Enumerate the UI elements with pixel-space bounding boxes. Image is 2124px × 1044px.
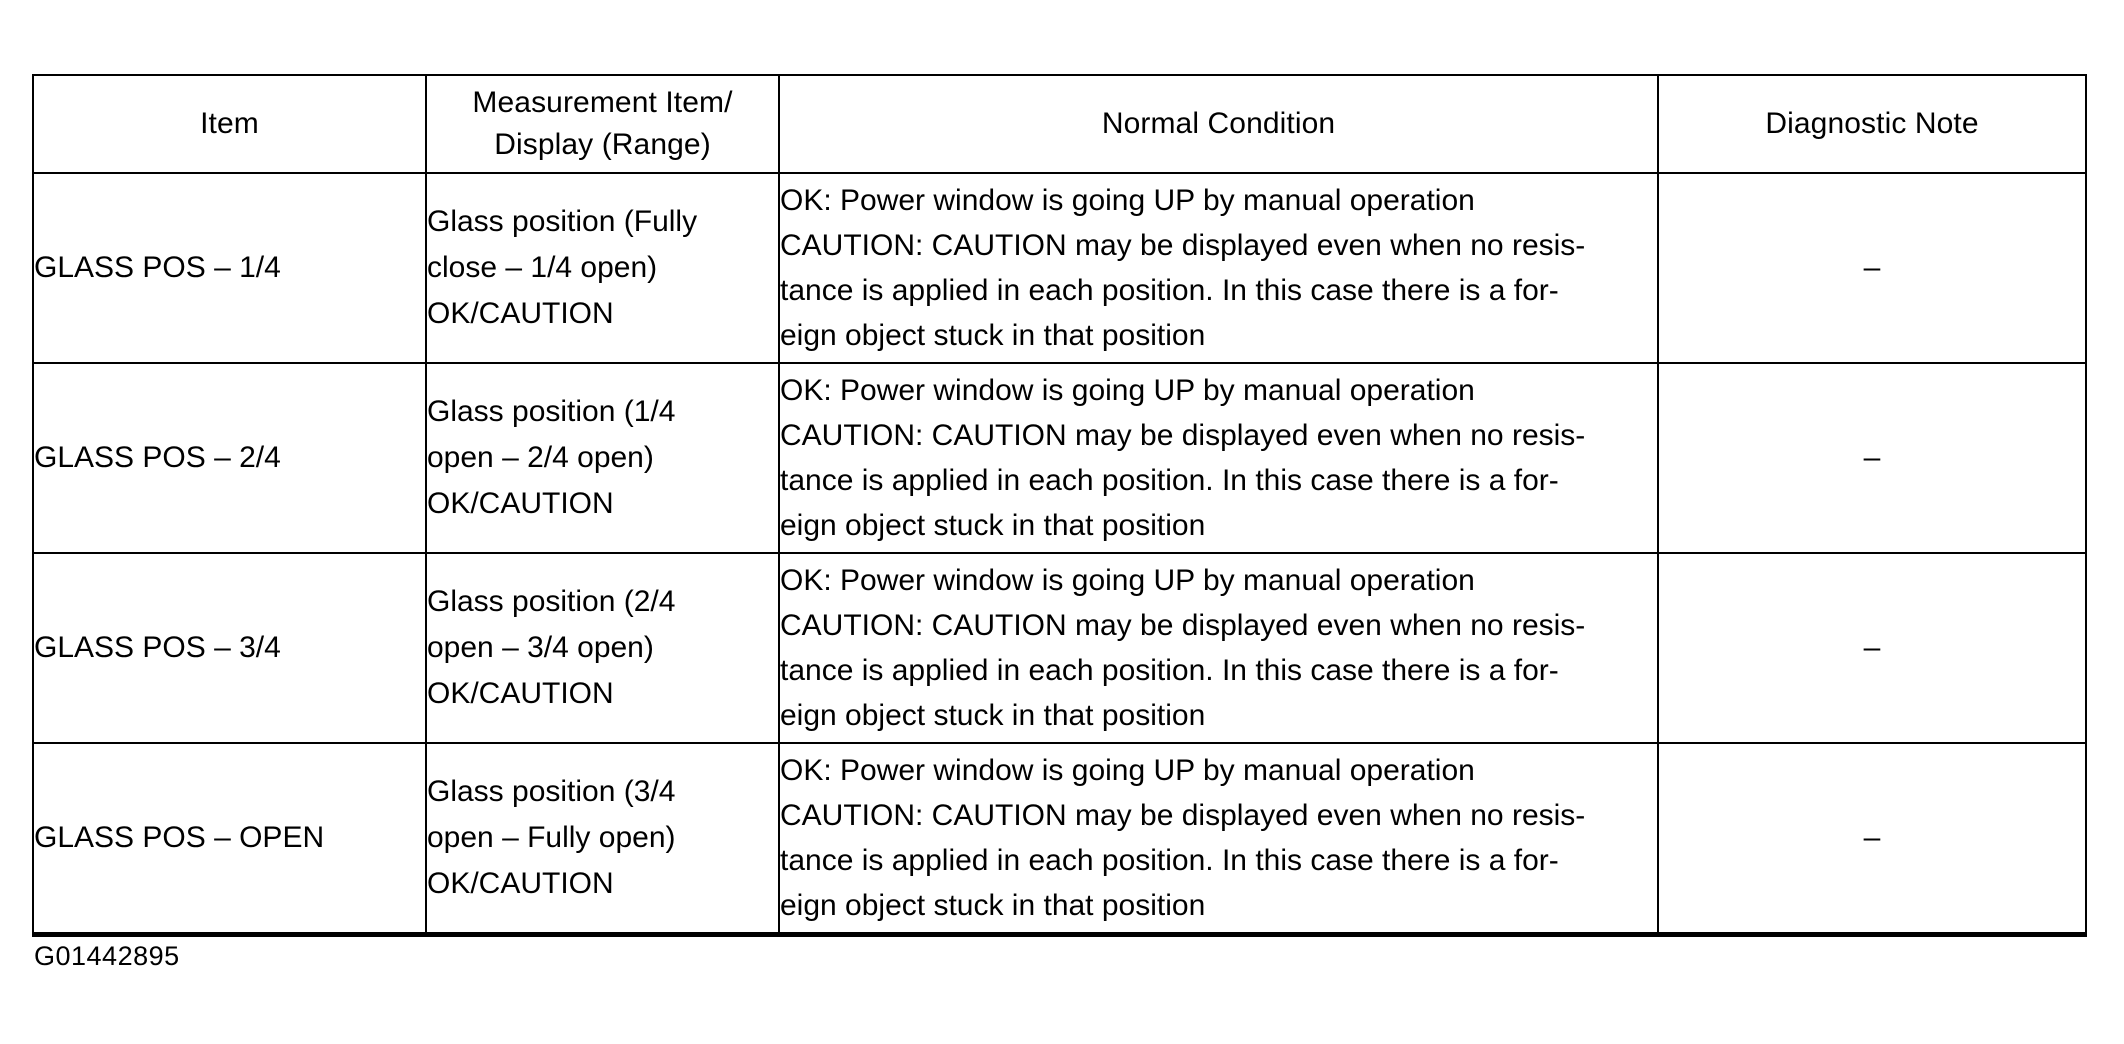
cell-measurement: Glass position (3/4 open – Fully open) O… [425,742,780,937]
diagnostic-note-value: – [1863,251,1881,284]
cell-diagnostic-note: – [1657,552,2087,744]
table-body: GLASS POS – 1/4 Glass position (Fully cl… [32,172,2087,937]
column-header-diagnostic-note: Diagnostic Note [1657,74,2087,174]
measurement-line2: open – Fully open) [427,821,676,854]
table-header: Item Measurement Item/ Display (Range) N… [32,74,2087,174]
normal-condition-line3: tance is applied in each position. In th… [780,844,1559,877]
cell-normal-condition: OK: Power window is going UP by manual o… [778,362,1659,554]
normal-condition-line4: eign object stuck in that position [780,509,1206,542]
normal-condition-line4: eign object stuck in that position [780,699,1206,732]
cell-measurement: Glass position (2/4 open – 3/4 open) OK/… [425,552,780,744]
cell-item: GLASS POS – 3/4 [32,552,427,744]
item-name: GLASS POS – 2/4 [34,441,281,474]
measurement-line2: close – 1/4 open) [427,251,658,284]
column-header-item-label: Item [200,107,259,140]
measurement-line1: Glass position (Fully [427,205,698,238]
measurement-line2: open – 3/4 open) [427,631,654,664]
normal-condition-line2: CAUTION: CAUTION may be displayed even w… [780,419,1586,452]
cell-measurement: Glass position (Fully close – 1/4 open) … [425,172,780,364]
item-name: GLASS POS – 1/4 [34,251,281,284]
normal-condition-line3: tance is applied in each position. In th… [780,464,1559,497]
measurement-line3: OK/CAUTION [427,487,614,520]
cell-item: GLASS POS – OPEN [32,742,427,937]
cell-normal-condition: OK: Power window is going UP by manual o… [778,552,1659,744]
measurement-line1: Glass position (3/4 [427,775,676,808]
normal-condition-line2: CAUTION: CAUTION may be displayed even w… [780,799,1586,832]
table-header-row: Item Measurement Item/ Display (Range) N… [32,74,2087,174]
cell-normal-condition: OK: Power window is going UP by manual o… [778,172,1659,364]
normal-condition-line3: tance is applied in each position. In th… [780,654,1559,687]
measurement-line1: Glass position (1/4 [427,395,676,428]
item-name: GLASS POS – 3/4 [34,631,281,664]
item-name: GLASS POS – OPEN [34,821,325,854]
column-header-diagnostic-note-label: Diagnostic Note [1765,107,1979,140]
glass-position-spec-table: Item Measurement Item/ Display (Range) N… [32,74,2087,937]
cell-diagnostic-note: – [1657,742,2087,937]
normal-condition-line1: OK: Power window is going UP by manual o… [780,564,1475,597]
normal-condition-line1: OK: Power window is going UP by manual o… [780,374,1475,407]
figure-caption: G01442895 [34,941,180,971]
normal-condition-line4: eign object stuck in that position [780,889,1206,922]
diagnostic-note-value: – [1863,441,1881,474]
cell-diagnostic-note: – [1657,172,2087,364]
measurement-line3: OK/CAUTION [427,867,614,900]
measurement-line1: Glass position (2/4 [427,585,676,618]
column-header-measurement: Measurement Item/ Display (Range) [425,74,780,174]
normal-condition-line3: tance is applied in each position. In th… [780,274,1559,307]
measurement-line2: open – 2/4 open) [427,441,654,474]
table-row: GLASS POS – OPEN Glass position (3/4 ope… [32,742,2087,937]
table-row: GLASS POS – 3/4 Glass position (2/4 open… [32,552,2087,744]
table-row: GLASS POS – 2/4 Glass position (1/4 open… [32,362,2087,554]
cell-measurement: Glass position (1/4 open – 2/4 open) OK/… [425,362,780,554]
normal-condition-line4: eign object stuck in that position [780,319,1206,352]
column-header-normal-condition: Normal Condition [778,74,1659,174]
measurement-line3: OK/CAUTION [427,297,614,330]
normal-condition-line2: CAUTION: CAUTION may be displayed even w… [780,229,1586,262]
normal-condition-line1: OK: Power window is going UP by manual o… [780,754,1475,787]
column-header-normal-condition-label: Normal Condition [1101,107,1336,140]
column-header-item: Item [32,74,427,174]
diagnostic-note-value: – [1863,631,1881,664]
cell-diagnostic-note: – [1657,362,2087,554]
cell-item: GLASS POS – 1/4 [32,172,427,364]
column-header-measurement-line1: Measurement Item/ [472,86,733,119]
column-header-measurement-line2: Display (Range) [494,128,711,161]
table-row: GLASS POS – 1/4 Glass position (Fully cl… [32,172,2087,364]
cell-normal-condition: OK: Power window is going UP by manual o… [778,742,1659,937]
measurement-line3: OK/CAUTION [427,677,614,710]
normal-condition-line2: CAUTION: CAUTION may be displayed even w… [780,609,1586,642]
cell-item: GLASS POS – 2/4 [32,362,427,554]
diagnostic-note-value: – [1863,821,1881,854]
normal-condition-line1: OK: Power window is going UP by manual o… [780,184,1475,217]
